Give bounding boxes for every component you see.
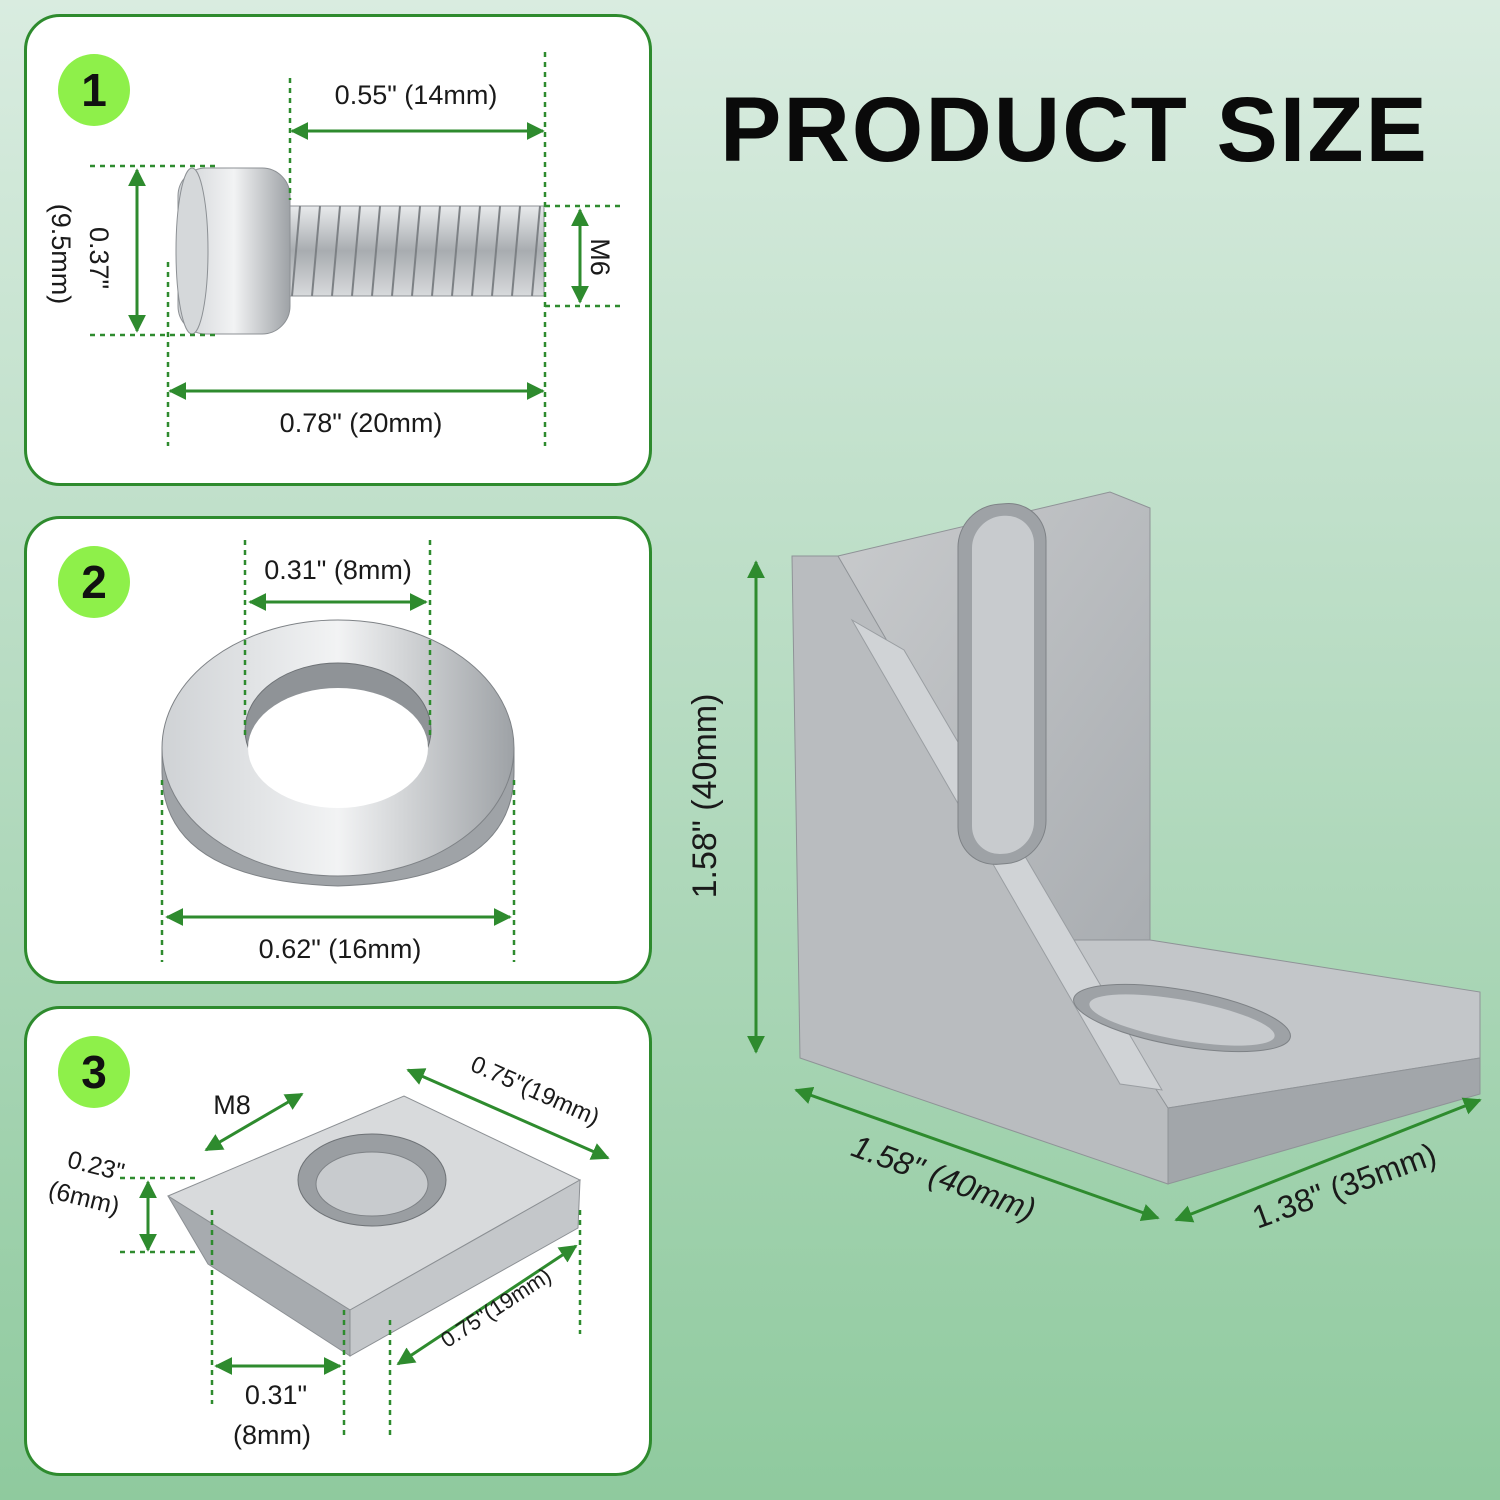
- tnut-thread-label: M8: [213, 1090, 251, 1120]
- screw-thread-label: M6: [585, 238, 615, 276]
- page-title: PRODUCT SIZE: [720, 79, 1429, 181]
- tnut-dimension-arrows: [139, 1068, 610, 1375]
- badge-1: 1: [58, 54, 130, 126]
- screw-length-label: 0.55" (14mm): [335, 80, 498, 110]
- washer-illustration: [161, 619, 515, 887]
- bracket-dimension-arrows: [747, 560, 1482, 1223]
- bracket-height-label: 1.58" (40mm): [686, 694, 724, 899]
- screw-head-inch-label: 0.37": [84, 227, 114, 289]
- washer-extension-lines: [160, 540, 516, 962]
- tnut-width-mm-label: (8mm): [233, 1420, 311, 1450]
- tnut-width-inch-label: 0.31": [245, 1380, 307, 1410]
- screw-total-label: 0.78" (20mm): [280, 408, 443, 438]
- screw-head-mm-label: (9.5mm): [46, 204, 76, 305]
- tnut-top-length-label: 0.75"(19mm): [467, 1051, 604, 1132]
- screw-dimension-arrows: [128, 122, 589, 400]
- washer-inner-label: 0.31" (8mm): [264, 555, 412, 585]
- washer-outer-label: 0.62" (16mm): [259, 934, 422, 964]
- badge-3: 3: [58, 1036, 130, 1108]
- corner-bracket-illustration: [791, 491, 1481, 1185]
- badge-2: 2: [58, 546, 130, 618]
- screw-extension-lines: [90, 52, 625, 446]
- tnut-extension-lines: [120, 1176, 582, 1440]
- screw-illustration: [175, 167, 545, 335]
- washer-dimension-arrows: [165, 593, 512, 926]
